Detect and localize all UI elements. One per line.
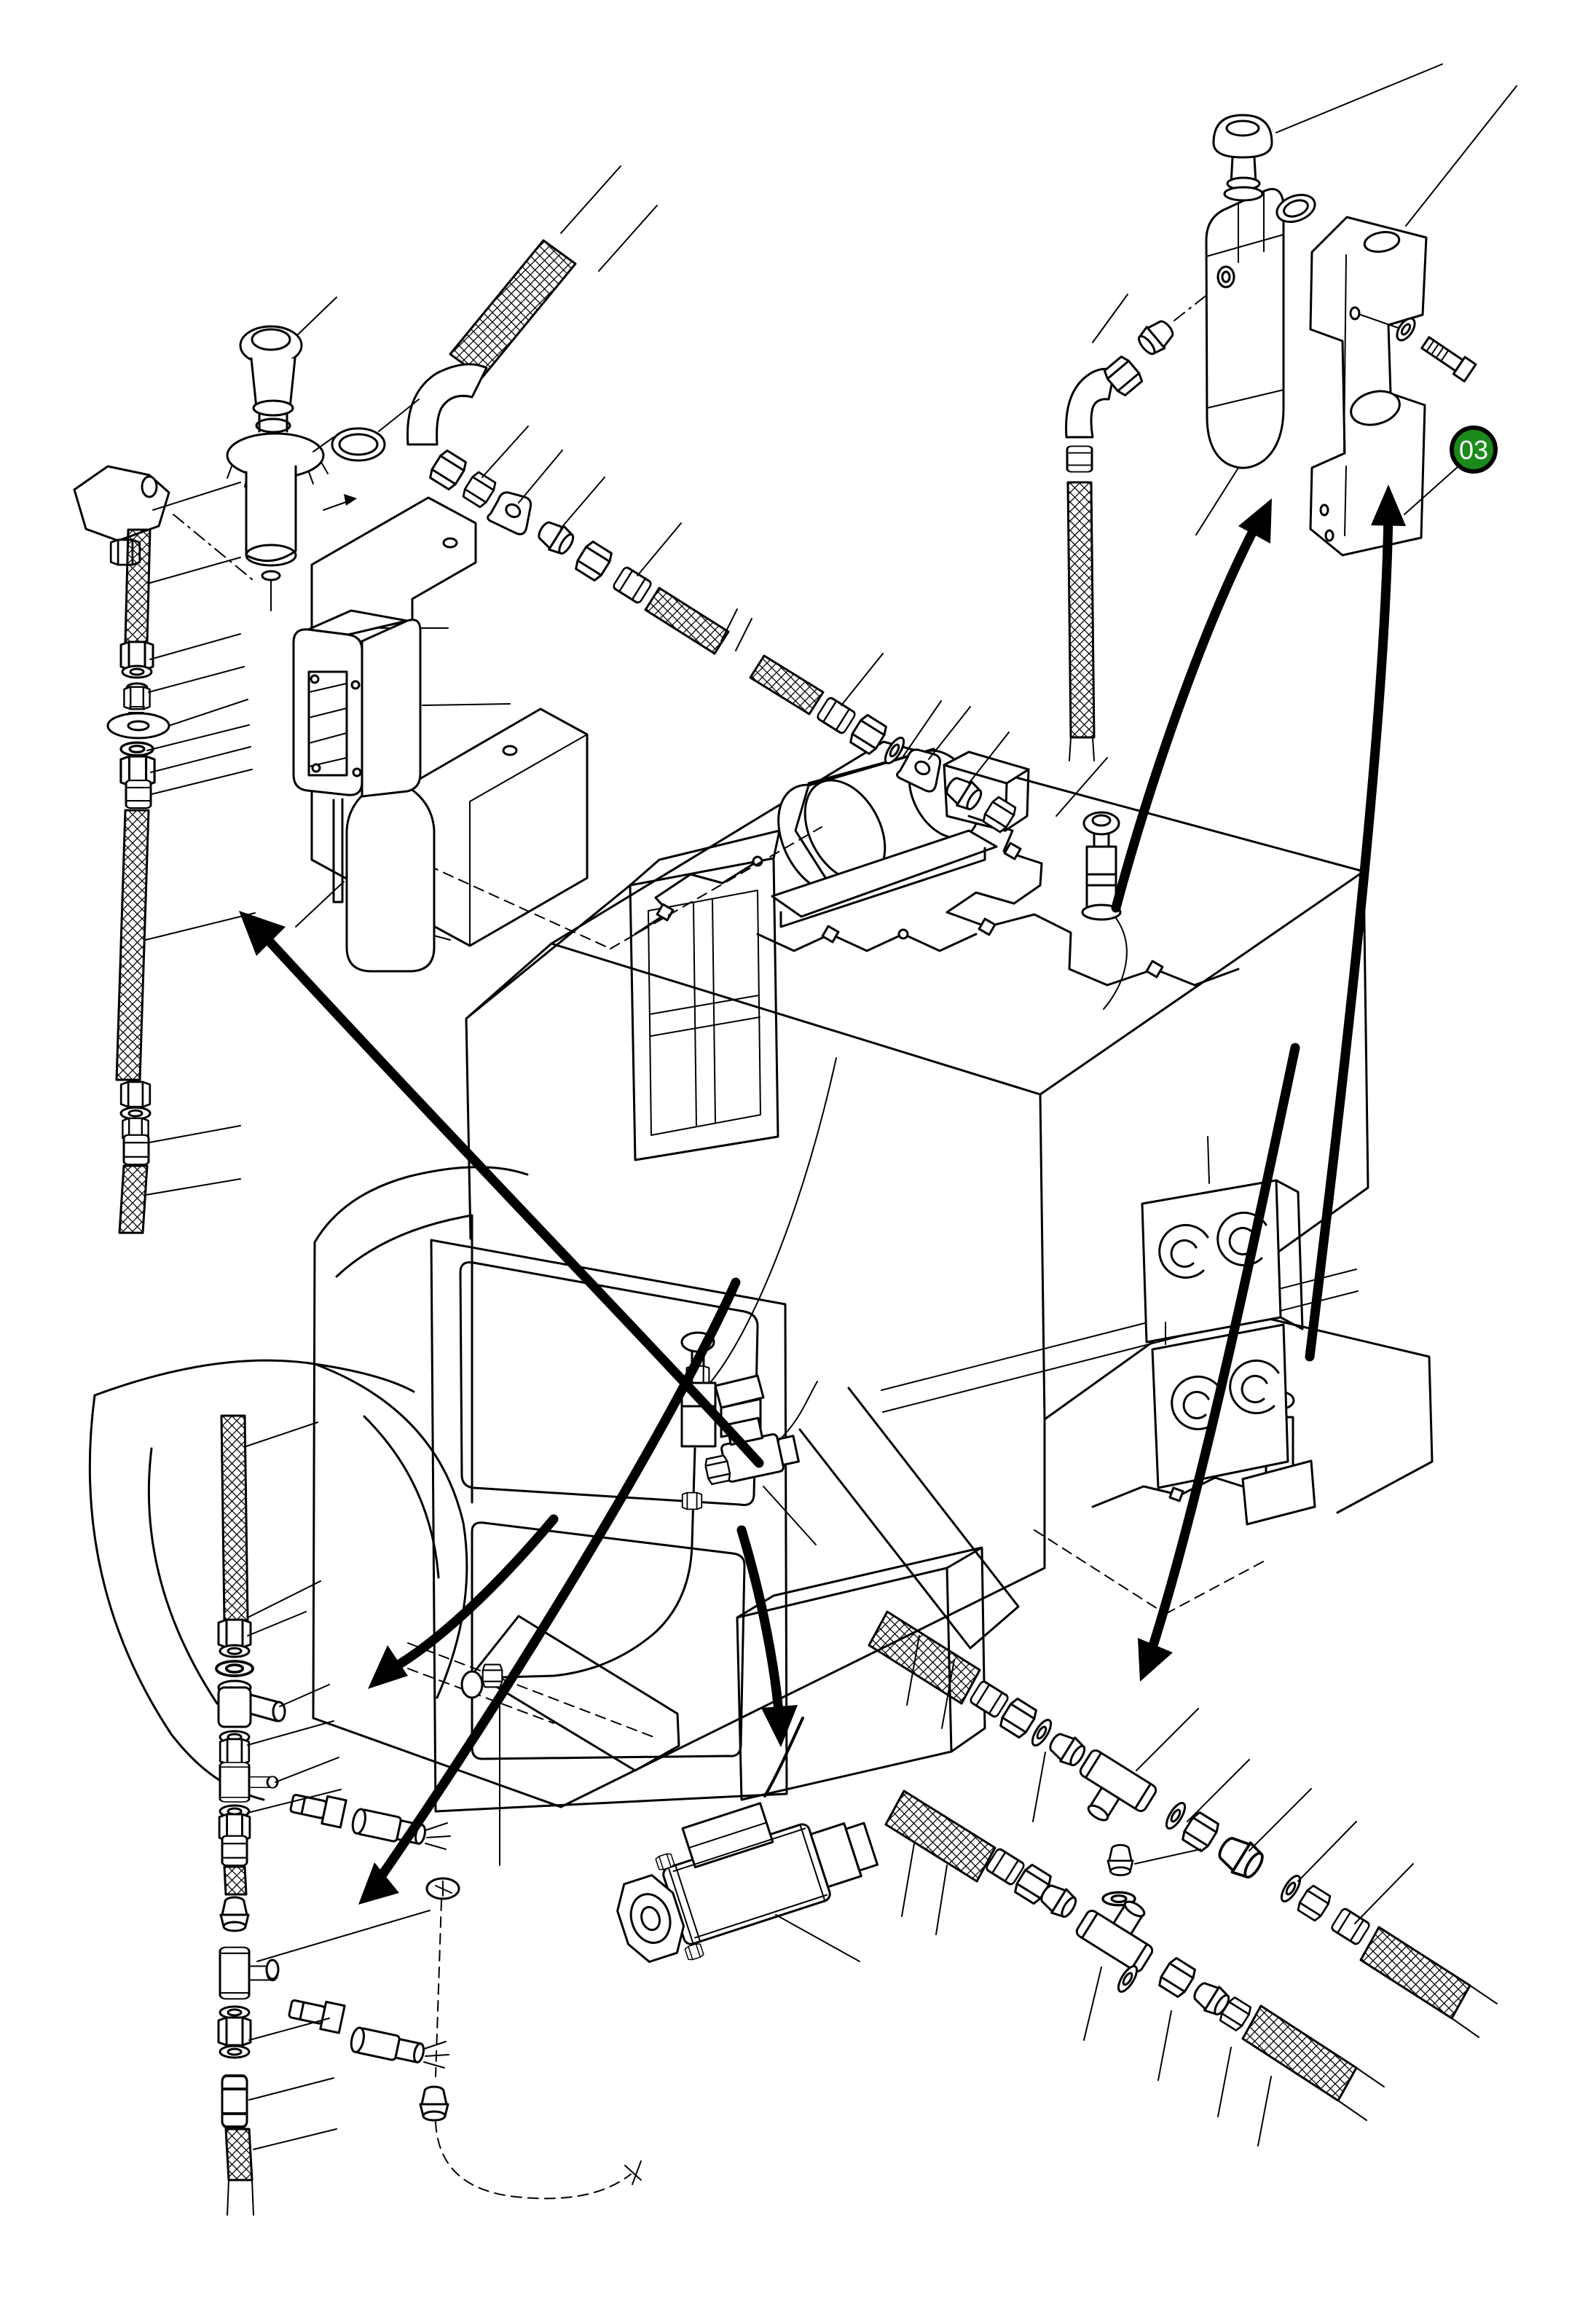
deck-piping-harness: [634, 700, 1240, 987]
hose-upper: [449, 239, 577, 379]
cab-window-lower: [471, 1521, 746, 1760]
mounting-bracket-z: [1309, 216, 1428, 557]
rear-fender: [313, 1363, 468, 1699]
callout-badge: 03: [1404, 426, 1498, 515]
cab-windshield-frame: [335, 1214, 473, 1504]
hose-segment-long: [115, 809, 150, 1081]
elbow-fitting: [73, 465, 170, 566]
air-compressor: [771, 748, 1030, 928]
elbow-valve: [217, 1679, 286, 1728]
cab-window-upper: [459, 1261, 759, 1506]
arrow-to-solenoid: [736, 1525, 785, 1725]
arrow-to-lower-left-long: [374, 1277, 741, 1885]
arrow-to-left-valve: [263, 935, 764, 1468]
engine-box-left: [465, 884, 632, 1240]
cab-floor-dash-2: [407, 1668, 554, 1724]
diagonal-brace: [798, 1387, 1020, 1650]
engine-box-roof: [629, 829, 781, 887]
vehicle-overview: [88, 740, 1434, 1866]
arrow-to-bracket: [1305, 505, 1393, 1362]
cab-solenoid-valve: [460, 1381, 818, 1699]
solenoid-valve-assembly: [616, 1717, 879, 1964]
tee-fitting-2: [219, 1946, 280, 2000]
right-platform: [1237, 1310, 1434, 1514]
badge-label: 03: [1459, 435, 1488, 465]
hose-end: [118, 1164, 149, 1234]
arrow-to-cartridge: [1111, 512, 1265, 913]
lower-feed-hose-assembly: [215, 1414, 451, 2216]
right-pipe-dash-2: [1165, 1559, 1268, 1615]
left-feed-hose-assembly: [73, 465, 170, 1234]
test-connector-pair-2: [286, 1993, 449, 2069]
right-pipe-dash-1: [1034, 1529, 1166, 1615]
bottom-step-box: [736, 1546, 986, 1801]
cab-left-edge: [312, 1241, 316, 1720]
hose-segment: [124, 528, 152, 644]
feed-hose-vertical: [1065, 288, 1216, 761]
tee-fitting: [219, 1761, 279, 1803]
cab-roof-curve: [313, 1166, 529, 1244]
height-control-valve-assembly: [173, 325, 822, 973]
washer-and-bolt: [1396, 317, 1477, 383]
callout-arrows: [239, 485, 1406, 1905]
assembly-axis-dash: [173, 514, 257, 584]
grease-nipple-detail: [419, 1877, 642, 2200]
front-wheel-inner: [147, 1447, 219, 1705]
rear-wheel-inner: [363, 1415, 440, 1579]
floor-bracket-plate: [472, 1615, 680, 1772]
gauge-panel: [1141, 1136, 1304, 1489]
bracket-arrow: [323, 501, 349, 511]
front-fender-top: [93, 1359, 415, 1397]
air-cartridge: [1205, 114, 1316, 469]
arrow-to-lower-left-short: [385, 1514, 559, 1675]
h-wall-outline: [629, 857, 779, 1161]
cab-floor-dash-1: [407, 1642, 656, 1738]
elbow: [406, 363, 488, 446]
deck-lubricator-valve: [1081, 811, 1128, 1010]
h-wall-inner: [648, 890, 761, 1136]
valve-body: [245, 465, 297, 562]
badge-circle: [1450, 426, 1498, 474]
cab-door-panel: [430, 1239, 788, 1813]
air-cartridge-and-bracket: [1065, 114, 1477, 761]
leader-lines: [145, 63, 1517, 2150]
connector-box: [292, 609, 511, 903]
test-connector-pair-1: [288, 1788, 451, 1850]
supply-hose-fittings-chain: [406, 239, 1019, 835]
h-wall-midbar: [649, 995, 760, 1037]
arrow-to-tee-hoses: [1146, 1043, 1300, 1658]
harness-drop-line: [708, 1057, 837, 1385]
h-wall-divider: [693, 899, 716, 1127]
tee-fitting-hose-assemblies: [868, 1610, 1498, 2121]
